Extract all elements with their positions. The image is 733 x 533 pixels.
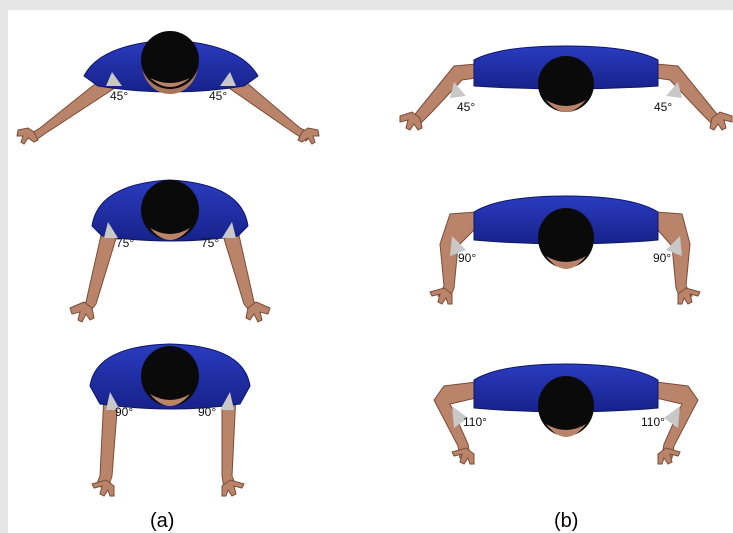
angle-label: 110° — [641, 415, 665, 429]
figure-b1: 45° 45° — [400, 46, 732, 130]
angle-label: 90° — [458, 251, 476, 265]
panel-caption-a: (a) — [150, 510, 174, 532]
angle-label: 45° — [457, 100, 475, 114]
figure-b3: 110° 110° — [434, 364, 698, 464]
angle-label: 75° — [201, 236, 219, 250]
angle-label: 90° — [115, 405, 133, 419]
angle-label: 90° — [653, 251, 671, 265]
panel-caption-b: (b) — [554, 510, 578, 532]
figure-a2: 75° 75° — [70, 180, 270, 322]
angle-label: 45° — [209, 89, 227, 103]
angle-label: 75° — [116, 236, 134, 250]
angle-label: 110° — [463, 415, 487, 429]
angle-label: 45° — [110, 89, 128, 103]
figure-b2: 90° 90° — [430, 196, 700, 304]
figure-a1: 45° 45° — [17, 31, 319, 144]
angle-label: 45° — [654, 100, 672, 114]
figure-a3: 90° 90° — [90, 344, 250, 496]
angle-label: 90° — [198, 405, 216, 419]
